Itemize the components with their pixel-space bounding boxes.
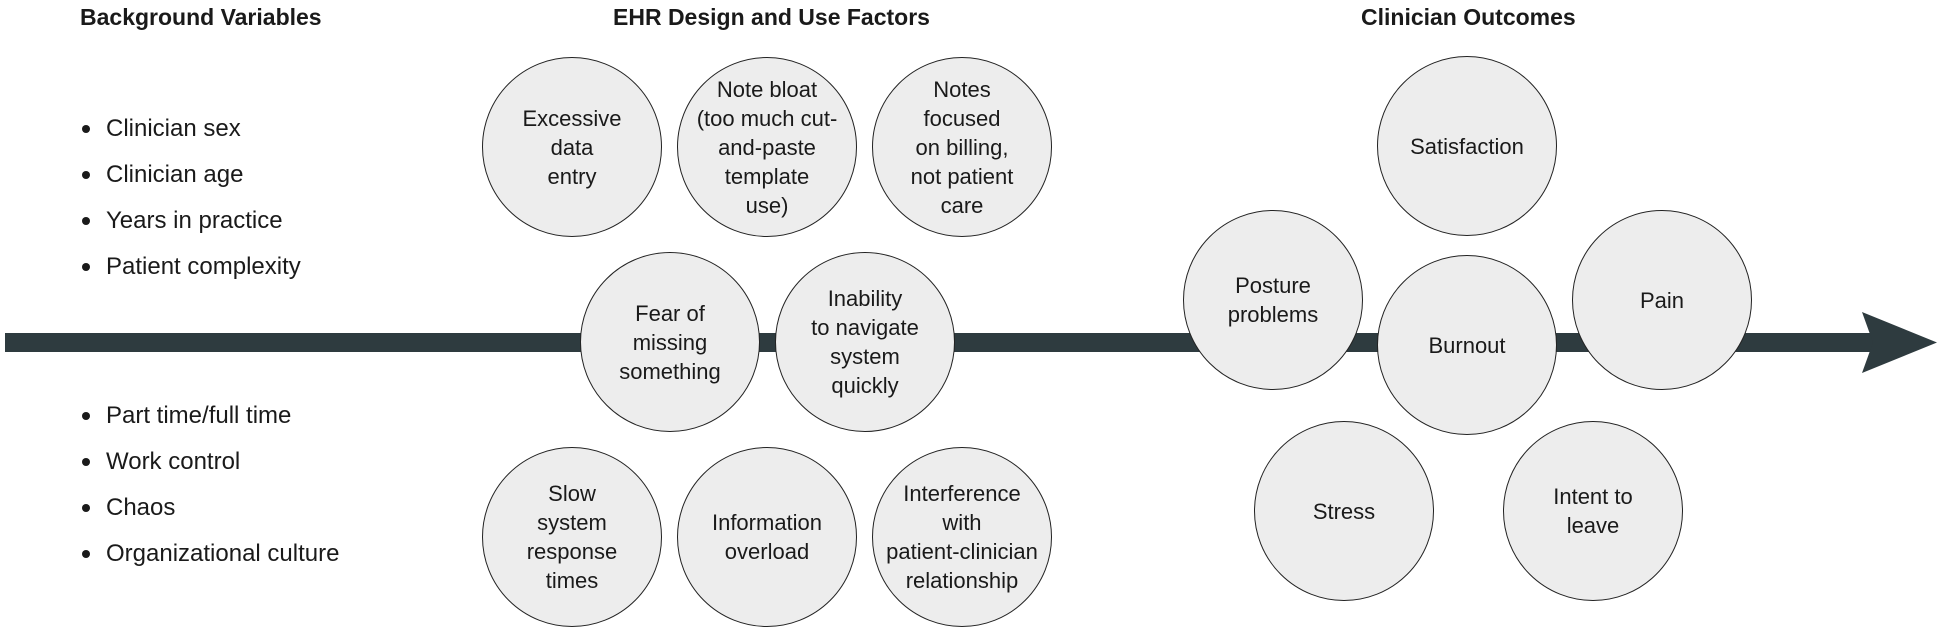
list-item: Work control (80, 439, 339, 485)
background-variables-heading: Background Variables (80, 4, 322, 30)
list-item: Clinician age (80, 152, 301, 198)
pain-circle: Pain (1572, 210, 1752, 390)
list-item: Chaos (80, 485, 339, 531)
stress-circle: Stress (1254, 421, 1434, 601)
burnout-circle: Burnout (1377, 255, 1557, 435)
background-variables-top-list: Clinician sex Clinician age Years in pra… (80, 106, 301, 290)
list-item: Patient complexity (80, 244, 301, 290)
list-item: Organizational culture (80, 531, 339, 577)
satisfaction-circle: Satisfaction (1377, 56, 1557, 236)
clinician-outcomes-heading: Clinician Outcomes (1361, 4, 1576, 30)
list-item: Part time/full time (80, 393, 339, 439)
ehr-factors-heading: EHR Design and Use Factors (613, 4, 930, 30)
background-variables-bottom-list: Part time/full time Work control Chaos O… (80, 393, 339, 577)
list-item: Years in practice (80, 198, 301, 244)
list-item: Clinician sex (80, 106, 301, 152)
arrow-head (1862, 312, 1937, 373)
